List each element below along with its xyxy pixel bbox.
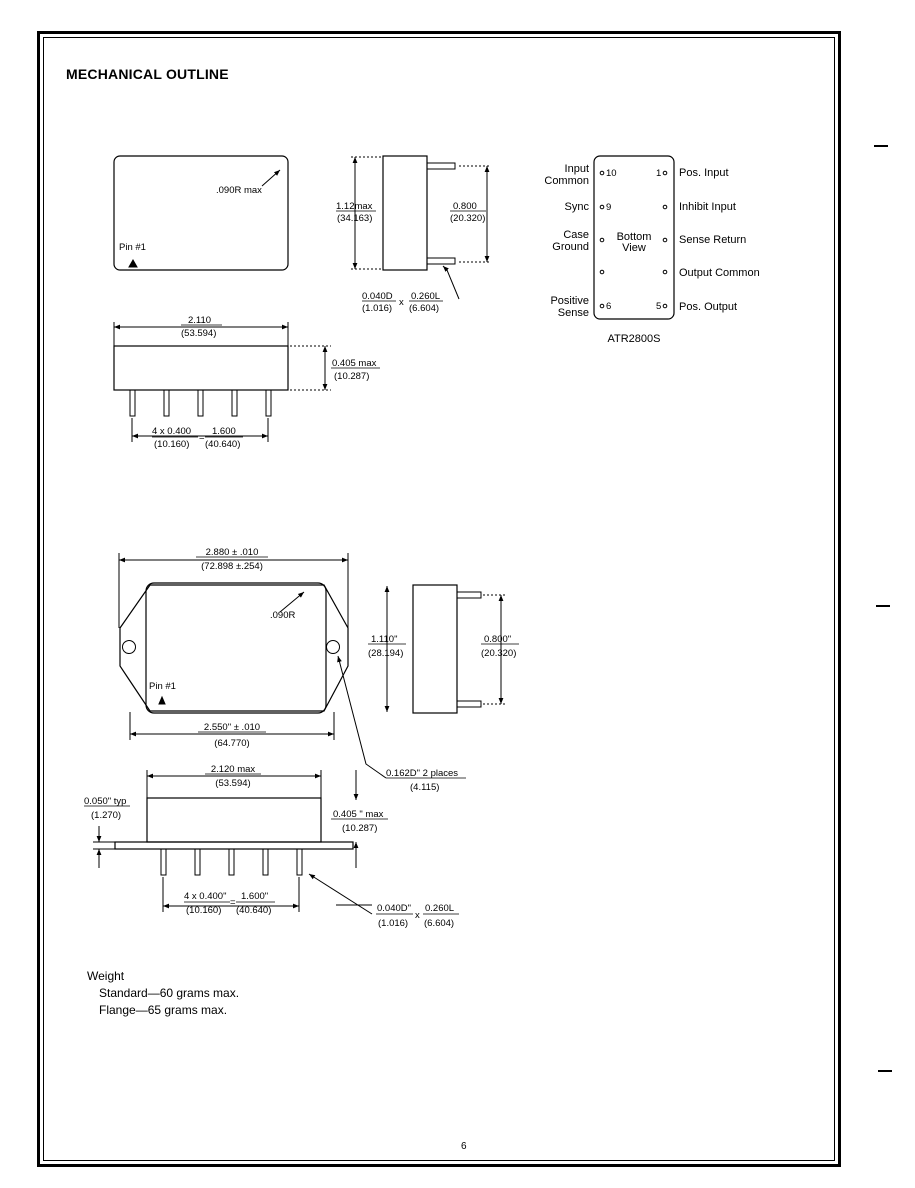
flange-radius-label: .090R [270,610,295,621]
std-side-pin-bottom [426,257,456,265]
std-radius-leader [261,169,281,187]
std-pitchtotal-in: 1.600 [212,426,236,437]
flange-top-view-body [145,582,327,714]
flange-side-view-body [412,584,458,714]
weight-standard: Standard—60 grams max. [99,986,240,1000]
flange-pitchtotal-mm: (40.640) [236,905,271,916]
std-pin1-label: Pin #1 [119,242,146,253]
std-thick-mm: (10.287) [334,371,369,382]
weight-heading: Weight [87,969,125,983]
pin-right-3-name: Sense Return [679,234,746,246]
flange-flange-in: 0.050" typ [84,796,126,807]
std-side-view-body [382,155,428,271]
pinout-bottom-label: Bottom [617,231,652,243]
std-pitchtotal-mm: (40.640) [205,439,240,450]
pin-right-4-name: Output Common [679,267,760,279]
flange-hole-mm: (4.115) [410,782,439,793]
std-pinspan-mm: (20.320) [450,213,485,224]
pin-left-1-name2: Common [544,175,589,187]
std-side-pin-top [426,162,456,170]
margin-mark-bottom [878,1070,892,1072]
flange-pinlen-in: 0.260L [425,903,454,914]
flange-pindia-mm: (1.016) [378,918,408,929]
pin-9-number: 9 [606,202,611,213]
flange-thick-mm: (10.287) [342,823,377,834]
std-pinlen-in: 0.260L [411,291,440,302]
std-pindia-in: 0.040D [362,291,393,302]
pin-10-number: 10 [606,168,617,179]
std-top-view-body [113,155,289,271]
flange-hole-in: 0.162D" 2 places [386,768,458,779]
pinout-box [593,155,675,320]
page-title: MECHANICAL OUTLINE [66,66,229,82]
std-equals: = [199,432,205,443]
pin-right-2-name: Inhibit Input [679,201,736,213]
weight-flange: Flange—65 grams max. [99,1003,228,1017]
flange-pinspan-in: 0.800" [484,634,511,645]
flange-hole-left [122,640,136,654]
std-height-mm: (34.163) [337,213,372,224]
flange-pin1-triangle [158,695,166,705]
margin-mark-middle [876,605,890,607]
std-thick-in: 0.405 max [332,358,377,369]
std-length-in: 2.110 [188,315,211,326]
flange-flange-mm: (1.270) [91,810,121,821]
flange-pitch-in: 4 x 0.400" [184,891,226,902]
flange-body-mm: (64.770) [214,738,249,749]
part-number: ATR2800S [608,333,661,345]
page-border-inner [43,37,835,1161]
flange-pindia-in: 0.040D" [377,903,411,914]
pin-5-number: 5 [656,301,661,312]
margin-mark-top [874,145,888,147]
flange-pitchtotal-in: 1.600" [241,891,268,902]
flange-length-mm: (53.594) [215,778,250,789]
std-height-in: 1.12max [336,201,373,212]
std-radius-label: .090R max [216,185,262,196]
flange-overall-mm: (72.898 ±.254) [201,561,263,572]
std-pinspan-in: 0.800 [453,201,477,212]
weight-section: Weight Standard—60 grams max. Flange—65 … [87,968,239,1019]
pin-left-4-name2: Sense [558,307,589,319]
pin-left-1-name1: Input [565,163,589,175]
pin-left-3-name1: Case [563,229,589,241]
std-pinlen-mm: (6.604) [409,303,439,314]
flange-front-view-flange [114,841,354,850]
flange-times: x [415,910,420,921]
std-length-mm: (53.594) [181,328,216,339]
flange-equals: = [230,897,236,908]
flange-pin1-label: Pin #1 [149,681,176,692]
pin-right-1-name: Pos. Input [679,167,729,179]
pin-6-number: 6 [606,301,611,312]
pin-left-3-name2: Ground [552,241,589,253]
pin-left-2-name1: Sync [565,201,590,213]
std-times: x [399,297,404,308]
pin-right-5-name: Pos. Output [679,301,737,313]
std-pindia-mm: (1.016) [362,303,392,314]
flange-pinlen-mm: (6.604) [424,918,454,929]
page-border-outer [37,31,841,1167]
flange-pinspan-mm: (20.320) [481,648,516,659]
pinout-view-label: View [622,242,646,254]
flange-thick-in: 0.405 " max [333,809,384,820]
flange-pitch-mm: (10.160) [186,905,221,916]
flange-overall-in: 2.880 ± .010 [206,547,259,558]
flange-length-in: 2.120 max [211,764,256,775]
std-pitch-mm: (10.160) [154,439,189,450]
std-pin1-triangle [128,258,138,268]
flange-hole-right [326,640,340,654]
flange-top-view-outline [119,584,349,712]
page-number: 6 [461,1141,467,1152]
flange-height-in: 1.110" [371,634,397,645]
flange-front-view-body [146,797,322,843]
pin-1-number: 1 [656,168,661,179]
std-front-view-body [113,345,289,391]
flange-body-in: 2.550" ± .010 [204,722,260,733]
flange-height-mm: (28.194) [368,648,403,659]
pin-left-4-name1: Positive [550,295,589,307]
std-pitch-in: 4 x 0.400 [152,426,191,437]
